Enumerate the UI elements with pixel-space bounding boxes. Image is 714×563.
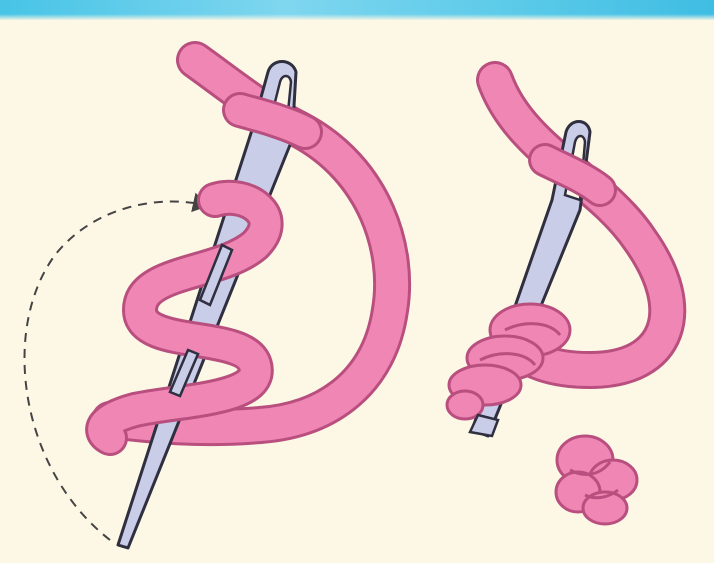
thread-wraps — [85, 179, 284, 456]
figure-3-finished-knot — [554, 434, 639, 526]
header-band — [0, 0, 714, 20]
knot-coils — [445, 302, 572, 421]
figure-2 — [445, 61, 687, 438]
wrap-direction-arrow — [23, 192, 209, 541]
figure-1 — [23, 41, 412, 550]
